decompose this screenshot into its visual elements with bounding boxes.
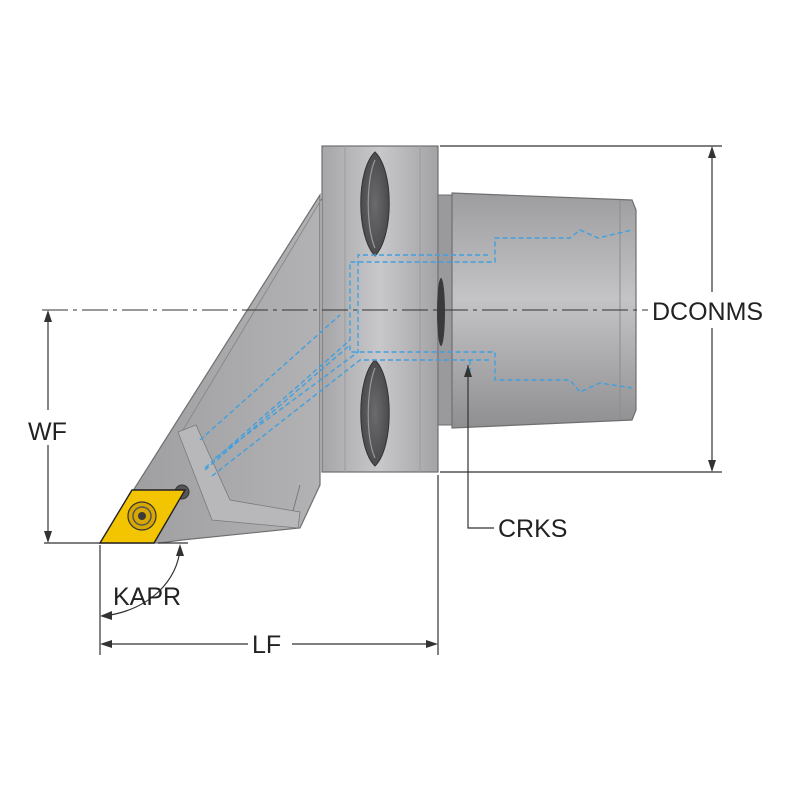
dimension-dconms: DCONMS xyxy=(440,145,763,473)
coolant-port xyxy=(437,278,445,346)
dimension-crks: CRKS xyxy=(464,365,567,543)
coolant-channels xyxy=(199,229,633,477)
lf-label: LF xyxy=(252,631,281,659)
cutting-insert xyxy=(98,489,187,544)
dconms-label: DCONMS xyxy=(652,298,763,326)
crks-label: CRKS xyxy=(498,515,567,543)
dimension-kapr: KAPR xyxy=(100,542,188,620)
dimension-lf: LF xyxy=(99,475,439,659)
kapr-label: KAPR xyxy=(113,583,181,611)
flange xyxy=(321,145,439,473)
wf-label: WF xyxy=(28,418,67,446)
dimension-wf: WF xyxy=(28,310,100,544)
key-slot-lower xyxy=(360,359,390,467)
key-slot-upper xyxy=(360,151,390,257)
